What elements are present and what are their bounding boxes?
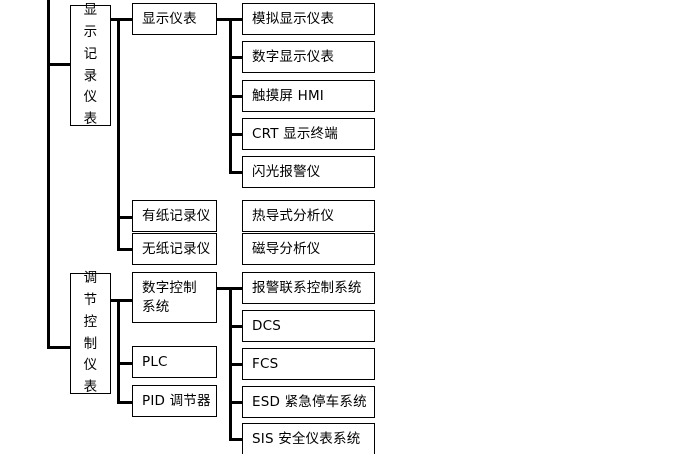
node-digital-control-system[interactable]: 数字控制 系统: [132, 272, 217, 323]
node-touch-hmi-label: 触摸屏 HMI: [252, 87, 324, 104]
node-fcs-label: FCS: [252, 355, 279, 372]
trunk-to-crt-terminal-line: [229, 133, 243, 136]
node-dcs[interactable]: DCS: [242, 310, 375, 342]
node-digital-display-label: 数字显示仪表: [252, 48, 335, 65]
node-analog-display[interactable]: 模拟显示仪表: [242, 3, 375, 35]
node-display-record-char-5: 表: [83, 111, 98, 128]
node-pid-regulator-label: PID 调节器: [142, 392, 211, 409]
node-regulate-control-char-4: 仪: [83, 357, 98, 374]
node-pid-regulator[interactable]: PID 调节器: [132, 385, 217, 417]
display-record-out-line: [110, 18, 120, 21]
root-to-regulate-control-line: [47, 346, 71, 349]
node-regulate-control[interactable]: 调 节 控 制 仪 表: [70, 270, 111, 395]
node-dcs-label: DCS: [252, 317, 281, 334]
node-regulate-control-char-0: 调: [83, 269, 98, 286]
node-alarm-interlock-system[interactable]: 报警联系控制系统: [242, 272, 375, 304]
node-fcs[interactable]: FCS: [242, 348, 375, 380]
node-display-record-char-0: 显: [83, 1, 98, 18]
node-magnetic-conductivity-analyzer-label: 磁导分析仪: [252, 240, 321, 257]
node-analog-display-label: 模拟显示仪表: [252, 10, 335, 27]
trunk-to-sis-line: [229, 438, 243, 441]
node-regulate-control-char-2: 控: [83, 313, 98, 330]
node-display-record-char-1: 示: [83, 23, 98, 40]
node-sis[interactable]: SIS 安全仪表系统: [242, 423, 375, 454]
digital-control-system-out-line: [216, 287, 232, 290]
node-thermal-conductivity-analyzer[interactable]: 热导式分析仪: [242, 200, 375, 232]
node-esd[interactable]: ESD 紧急停车系统: [242, 386, 375, 418]
trunk-to-paper-recorder-line: [117, 216, 133, 219]
node-esd-label: ESD 紧急停车系统: [252, 393, 367, 410]
node-sis-label: SIS 安全仪表系统: [252, 430, 361, 447]
node-display-instrument[interactable]: 显示仪表: [132, 3, 217, 35]
node-regulate-control-char-5: 表: [83, 379, 98, 396]
node-plc-label: PLC: [142, 353, 168, 370]
node-flash-alarm[interactable]: 闪光报警仪: [242, 156, 375, 188]
node-display-instrument-label: 显示仪表: [142, 10, 197, 27]
node-flash-alarm-label: 闪光报警仪: [252, 163, 321, 180]
trunk-to-dcs-line: [229, 325, 243, 328]
node-alarm-interlock-system-label: 报警联系控制系统: [252, 279, 362, 296]
root-to-display-record-line: [47, 63, 71, 66]
node-magnetic-conductivity-analyzer[interactable]: 磁导分析仪: [242, 233, 375, 265]
trunk-to-flash-alarm-line: [229, 171, 243, 174]
trunk-to-display-instrument-line: [117, 18, 133, 21]
node-display-record[interactable]: 显 示 记 录 仪 表: [70, 2, 111, 127]
node-regulate-control-char-1: 节: [83, 291, 98, 308]
trunk-to-esd-line: [229, 401, 243, 404]
display-branch-trunk-line: [117, 18, 120, 250]
trunk-to-fcs-line: [229, 363, 243, 366]
trunk-to-digital-display-line: [229, 56, 243, 59]
node-digital-control-system-label: 数字控制 系统: [142, 280, 197, 315]
node-digital-display[interactable]: 数字显示仪表: [242, 41, 375, 73]
trunk-to-touch-hmi-line: [229, 95, 243, 98]
trunk-to-paperless-recorder-line: [117, 248, 133, 251]
node-paperless-recorder[interactable]: 无纸记录仪: [132, 233, 217, 265]
node-plc[interactable]: PLC: [132, 346, 217, 378]
node-crt-terminal-label: CRT 显示终端: [252, 125, 338, 142]
node-crt-terminal[interactable]: CRT 显示终端: [242, 118, 375, 150]
regulate-control-out-line: [110, 299, 120, 302]
trunk-to-alarm-interlock-line: [229, 287, 243, 290]
node-display-record-char-3: 录: [83, 67, 98, 84]
node-paper-recorder-label: 有纸记录仪: [142, 207, 211, 224]
root-trunk-line: [47, 0, 50, 349]
trunk-to-pid-regulator-line: [117, 401, 133, 404]
trunk-to-digital-control-system-line: [117, 299, 133, 302]
trunk-to-plc-line: [117, 362, 133, 365]
node-regulate-control-char-3: 制: [83, 335, 98, 352]
node-display-record-char-2: 记: [83, 45, 98, 62]
display-instrument-out-line: [216, 18, 232, 21]
node-paperless-recorder-label: 无纸记录仪: [142, 240, 211, 257]
trunk-to-analog-display-line: [229, 18, 243, 21]
node-thermal-conductivity-analyzer-label: 热导式分析仪: [252, 207, 335, 224]
node-paper-recorder[interactable]: 有纸记录仪: [132, 200, 217, 232]
control-branch-trunk-line: [117, 299, 120, 404]
node-display-record-char-4: 仪: [83, 89, 98, 106]
node-touch-hmi[interactable]: 触摸屏 HMI: [242, 80, 375, 112]
